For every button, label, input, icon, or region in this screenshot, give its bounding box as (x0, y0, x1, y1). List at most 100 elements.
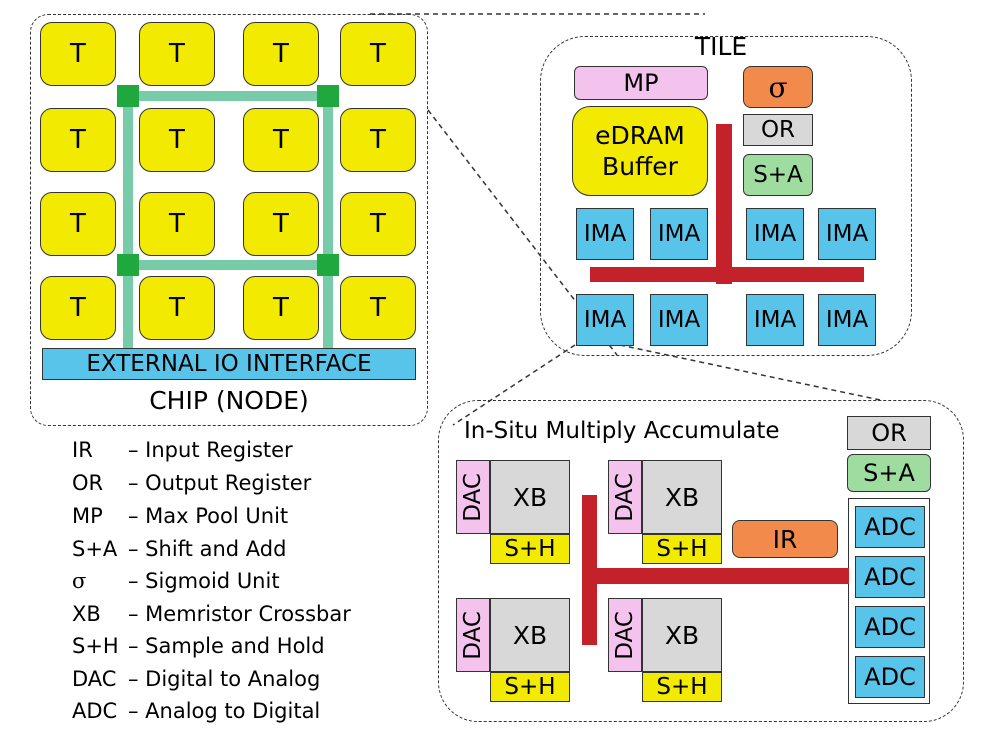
noc-router (317, 254, 339, 276)
ima-unit: IMA (746, 294, 804, 346)
ima-bus-horizontal (597, 568, 849, 584)
external-io-interface: EXTERNAL IO INTERFACE (42, 348, 416, 380)
tile-shift-add: S+A (743, 154, 813, 196)
sigmoid-unit: σ (743, 66, 813, 108)
dac-block: DAC (456, 598, 490, 672)
legend-desc: – Output Register (128, 471, 312, 495)
legend-row-xb: XB – Memristor Crossbar (72, 602, 351, 626)
legend-abbr: ADC (72, 699, 118, 723)
chip-tile: T (40, 276, 116, 340)
chip-tile: T (139, 22, 215, 86)
crossbar-block: XB (490, 598, 570, 672)
ima-panel (438, 400, 964, 722)
ima-unit: IMA (650, 294, 708, 346)
adc-unit: ADC (855, 606, 925, 648)
chip-tile: T (139, 192, 215, 256)
legend-desc: – Sample and Hold (128, 634, 325, 658)
sample-hold-block: S+H (490, 672, 570, 702)
legend-desc: – Analog to Digital (128, 699, 321, 723)
ima-unit: IMA (576, 208, 634, 260)
noc-router (317, 85, 339, 107)
legend-abbr: S+A (72, 537, 118, 561)
adc-unit: ADC (855, 506, 925, 548)
chip-tile: T (340, 108, 416, 172)
legend-row-ir: IR – Input Register (72, 438, 293, 462)
noc-router (117, 85, 139, 107)
legend-row-dac: DAC – Digital to Analog (72, 667, 320, 691)
legend-row-adc: ADC – Analog to Digital (72, 699, 320, 723)
legend-abbr: σ (72, 569, 87, 593)
legend-desc: – Input Register (128, 438, 293, 462)
chip-tile: T (139, 108, 215, 172)
edram-buffer: eDRAM Buffer (572, 106, 708, 196)
sample-hold-block: S+H (642, 534, 722, 564)
legend-abbr: OR (72, 471, 104, 495)
ima-title: In-Situ Multiply Accumulate (464, 418, 780, 444)
crossbar-block: XB (490, 460, 570, 534)
chip-tile: T (40, 22, 116, 86)
crossbar-block: XB (642, 598, 722, 672)
adc-unit: ADC (855, 556, 925, 598)
chip-panel (30, 14, 428, 426)
chip-tile: T (243, 276, 319, 340)
edram-label-line2: Buffer (602, 152, 678, 181)
sample-hold-block: S+H (490, 534, 570, 564)
chip-tile: T (243, 22, 319, 86)
ima-unit: IMA (818, 294, 876, 346)
chip-tile: T (243, 192, 319, 256)
sample-hold-block: S+H (642, 672, 722, 702)
legend-desc: – Max Pool Unit (128, 504, 289, 528)
legend-row-sh: S+H – Sample and Hold (72, 634, 325, 658)
legend-row-or: OR – Output Register (72, 471, 311, 495)
crossbar-block: XB (642, 460, 722, 534)
tile-title: TILE (694, 32, 748, 61)
max-pool-unit: MP (574, 66, 708, 100)
legend-abbr: DAC (72, 667, 117, 691)
legend-desc: – Memristor Crossbar (128, 602, 351, 626)
tile-panel (540, 36, 912, 356)
legend-row-sigma: σ – Sigmoid Unit (72, 569, 280, 593)
adc-column (848, 498, 930, 704)
legend-row-sa: S+A – Shift and Add (72, 537, 286, 561)
legend-abbr: IR (72, 438, 93, 462)
chip-tile: T (340, 276, 416, 340)
legend-desc: – Shift and Add (128, 537, 287, 561)
ima-unit: IMA (746, 208, 804, 260)
adc-unit: ADC (855, 656, 925, 698)
ima-unit: IMA (818, 208, 876, 260)
input-register: IR (732, 520, 838, 558)
noc-router (117, 254, 139, 276)
tile-bus-horizontal (590, 267, 864, 282)
chip-tile: T (243, 108, 319, 172)
chip-tile: T (40, 108, 116, 172)
noc-link-h-top (127, 91, 332, 101)
noc-link-v-left (123, 91, 133, 353)
ima-bus-vertical (582, 495, 597, 645)
chip-tile: T (139, 276, 215, 340)
chip-title: CHIP (NODE) (149, 386, 309, 415)
ima-unit: IMA (650, 208, 708, 260)
legend-abbr: MP (72, 504, 103, 528)
chip-tile: T (40, 192, 116, 256)
dac-block: DAC (608, 598, 642, 672)
dac-block: DAC (608, 460, 642, 534)
legend-desc: – Sigmoid Unit (128, 569, 280, 593)
dac-label: DAC (460, 472, 486, 522)
tile-output-register: OR (743, 114, 813, 146)
dac-label: DAC (612, 610, 638, 660)
legend-abbr: XB (72, 602, 101, 626)
legend-desc: – Digital to Analog (128, 667, 321, 691)
ima-shift-add: S+A (847, 454, 931, 492)
dac-label: DAC (460, 610, 486, 660)
ima-output-register: OR (847, 416, 931, 450)
legend-abbr: S+H (72, 634, 119, 658)
chip-tile: T (340, 192, 416, 256)
ima-unit: IMA (576, 294, 634, 346)
tile-bus-vertical (716, 124, 732, 284)
edram-label-line1: eDRAM (595, 120, 685, 150)
chip-tile: T (340, 22, 416, 86)
dac-label: DAC (612, 472, 638, 522)
dac-block: DAC (456, 460, 490, 534)
noc-link-v-right (323, 91, 333, 353)
legend-row-mp: MP – Max Pool Unit (72, 504, 288, 528)
